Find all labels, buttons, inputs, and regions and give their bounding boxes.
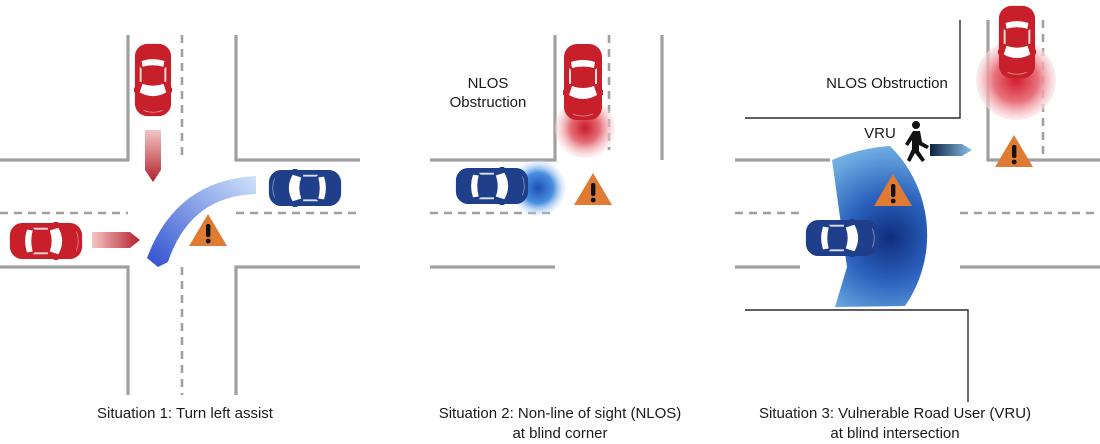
blue-car-icon bbox=[455, 167, 529, 205]
label-line: Obstruction bbox=[449, 94, 527, 111]
vru-label: VRU bbox=[864, 125, 896, 142]
nlos-obstruction-label-panel-2: NLOS Obstruction bbox=[438, 74, 538, 112]
caption-line: Situation 2: Non-line of sight (NLOS) bbox=[438, 405, 682, 422]
motion-arrow-icon bbox=[930, 144, 972, 156]
red-car-icon bbox=[134, 43, 172, 117]
blue-car-icon bbox=[805, 219, 879, 257]
road-markings-panel-2 bbox=[430, 35, 664, 269]
turn-path-arrow-icon bbox=[147, 176, 256, 267]
sensor-coverage-sector bbox=[832, 146, 928, 307]
panel-3-vru-blind-intersection bbox=[735, 5, 1100, 402]
sensor-range-red bbox=[976, 40, 1056, 120]
caption-panel-1: Situation 1: Turn left assist bbox=[40, 404, 330, 424]
caption-panel-3: Situation 3: Vulnerable Road User (VRU) … bbox=[730, 404, 1060, 444]
road-markings-panel-1 bbox=[0, 35, 360, 395]
pedestrian-icon bbox=[905, 121, 929, 162]
warning-triangle-icon bbox=[995, 135, 1033, 167]
red-car-icon bbox=[998, 5, 1036, 79]
panel-2-nlos-blind-corner bbox=[430, 35, 664, 269]
warning-triangle-icon bbox=[189, 214, 227, 246]
red-car-icon bbox=[563, 43, 603, 121]
blue-car-icon bbox=[268, 169, 342, 207]
nlos-obstruction-label-panel-3: NLOS Obstruction bbox=[826, 75, 948, 92]
caption-line: Situation 3: Vulnerable Road User (VRU) bbox=[758, 405, 1032, 422]
caption-line: at blind intersection bbox=[830, 425, 960, 442]
warning-triangle-icon bbox=[574, 173, 612, 205]
motion-arrow-icon bbox=[92, 232, 140, 248]
label-line: NLOS bbox=[467, 75, 509, 92]
caption-line: Situation 1: Turn left assist bbox=[97, 405, 273, 422]
caption-panel-2: Situation 2: Non-line of sight (NLOS) at… bbox=[405, 404, 715, 444]
motion-arrow-icon bbox=[145, 130, 161, 182]
panel-1-turn-left-assist bbox=[0, 35, 360, 395]
red-car-icon bbox=[9, 222, 83, 260]
caption-line: at blind corner bbox=[512, 425, 608, 442]
